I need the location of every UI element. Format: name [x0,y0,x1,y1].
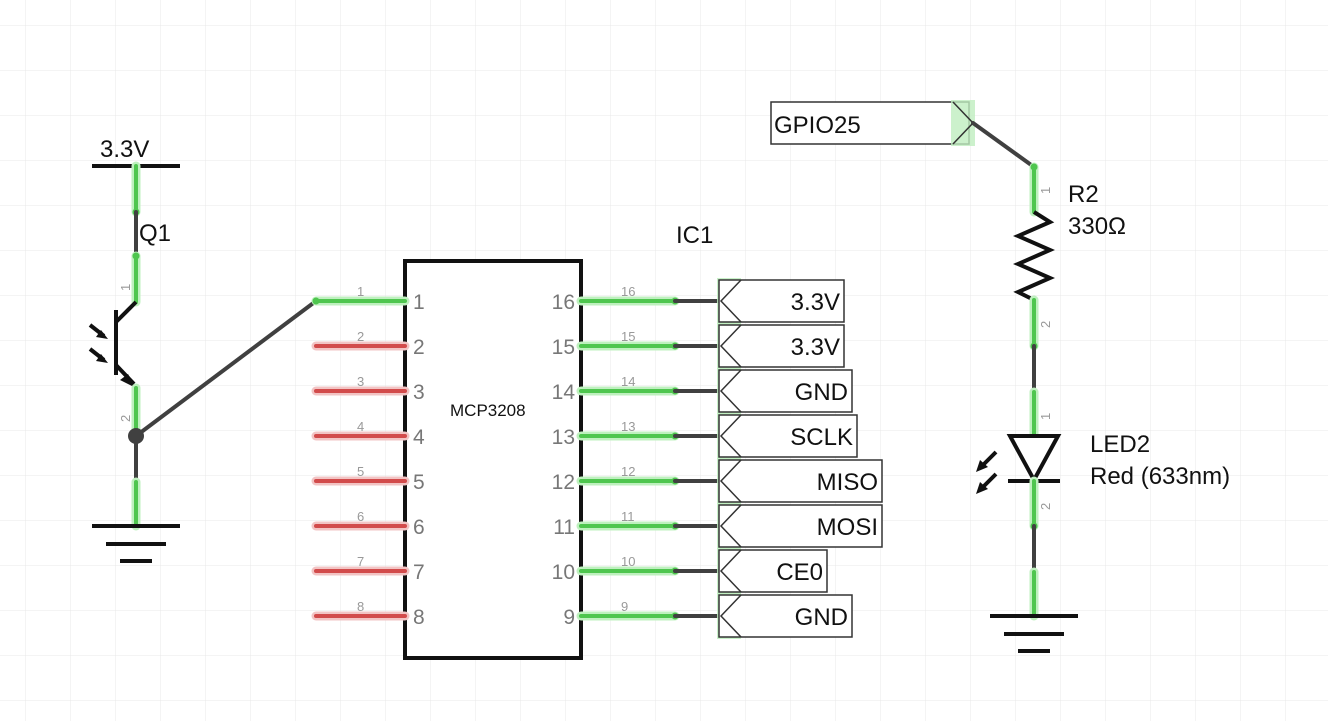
led-led2[interactable]: 1 2 LED2 Red (633nm) [976,387,1230,531]
pin-number-small: 15 [621,329,635,344]
led2-value: Red (633nm) [1090,463,1230,490]
net-label-text: GND [795,604,848,631]
net-label-text: SCLK [790,424,853,451]
pin-number-small: 5 [357,464,364,479]
ic1-part: MCP3208 [450,401,526,420]
pin-number-inside: 1 [413,291,425,314]
gpio25-label: GPIO25 [774,112,861,139]
net-label-miso[interactable]: MISO [717,458,883,504]
led2-pin2-number: 2 [1038,503,1053,510]
q1-pin1-number: 1 [118,284,133,291]
pin-number-small: 10 [621,554,635,569]
vcc-power-symbol[interactable]: 3.3V [92,136,180,168]
pin-number-inside: 4 [413,426,425,449]
led2-pin1-number: 1 [1038,413,1053,420]
ic1-pin-11[interactable]: 11 11 [553,509,722,539]
ic1-pin-10[interactable]: 10 10 [552,554,722,584]
pin-number-small: 2 [357,329,364,344]
wire-gpio25-r2[interactable] [971,121,1036,169]
pin-number-inside: 8 [413,606,425,629]
pin-number-inside: 7 [413,561,425,584]
pin-number-small: 11 [621,509,635,524]
led2-ref: LED2 [1090,431,1150,458]
pin-number-inside: 16 [552,291,575,314]
net-label-gnd[interactable]: GND [717,593,853,639]
pin-number-inside: 5 [413,471,425,494]
ic1-pin-13[interactable]: 13 13 [552,419,722,449]
resistor-r2[interactable]: 1 2 R2 330Ω [1013,162,1126,351]
pin-number-small: 4 [357,419,364,434]
net-label-33v[interactable]: 3.3V [717,323,845,369]
pin-number-small: 6 [357,509,364,524]
net-label-sclk[interactable]: SCLK [717,413,858,459]
pin-number-inside: 11 [553,516,575,539]
pin-number-small: 13 [621,419,635,434]
pin-number-inside: 10 [552,561,575,584]
pin-number-small: 12 [621,464,635,479]
net-label-text: MOSI [817,514,878,541]
net-label-33v[interactable]: 3.3V [717,278,845,324]
r2-pin2-number: 2 [1038,321,1053,328]
pin-number-inside: 12 [552,471,575,494]
pin-number-small: 1 [357,284,364,299]
pin-number-small: 16 [621,284,635,299]
pin-number-small: 8 [357,599,364,614]
vcc-label: 3.3V [100,136,149,163]
net-label-mosi[interactable]: MOSI [717,503,883,549]
net-label-text: CE0 [776,559,823,586]
net-label-text: 3.3V [791,289,840,316]
ic1-pin-14[interactable]: 14 14 [552,374,722,404]
pin-number-inside: 14 [552,381,576,404]
r2-ref: R2 [1068,181,1099,208]
ic1-pin-12[interactable]: 12 12 [552,464,722,494]
r2-pin1-number: 1 [1038,187,1053,194]
ground-symbol-right[interactable] [990,614,1078,653]
pin-number-inside: 6 [413,516,425,539]
net-label-text: GND [795,379,848,406]
ic1-pin-9[interactable]: 99 [563,599,722,629]
pin-number-small: 3 [357,374,364,389]
r2-value: 330Ω [1068,213,1126,240]
wire-q1-to-ic1-pin1[interactable] [134,299,318,438]
pin-number-small: 7 [357,554,364,569]
net-label-gnd[interactable]: GND [717,368,853,414]
pin-number-inside: 2 [413,336,425,359]
pin-number-inside: 13 [552,426,575,449]
net-label-text: MISO [817,469,878,496]
ground-symbol-left[interactable] [92,524,180,563]
gpio25-net-label[interactable]: GPIO25 [770,100,975,146]
pin-number-inside: 9 [563,606,575,629]
ic1-body [403,259,583,660]
net-label-ce0[interactable]: CE0 [717,548,828,594]
net-label-text: 3.3V [791,334,840,361]
q1-pin2-number: 2 [118,415,133,422]
q1-ref: Q1 [139,220,171,247]
pin-number-small: 14 [621,374,635,389]
pin-number-inside: 15 [552,336,575,359]
pin-number-small: 9 [621,599,628,614]
pin-number-inside: 3 [413,381,425,404]
ic1-ref: IC1 [676,222,713,249]
